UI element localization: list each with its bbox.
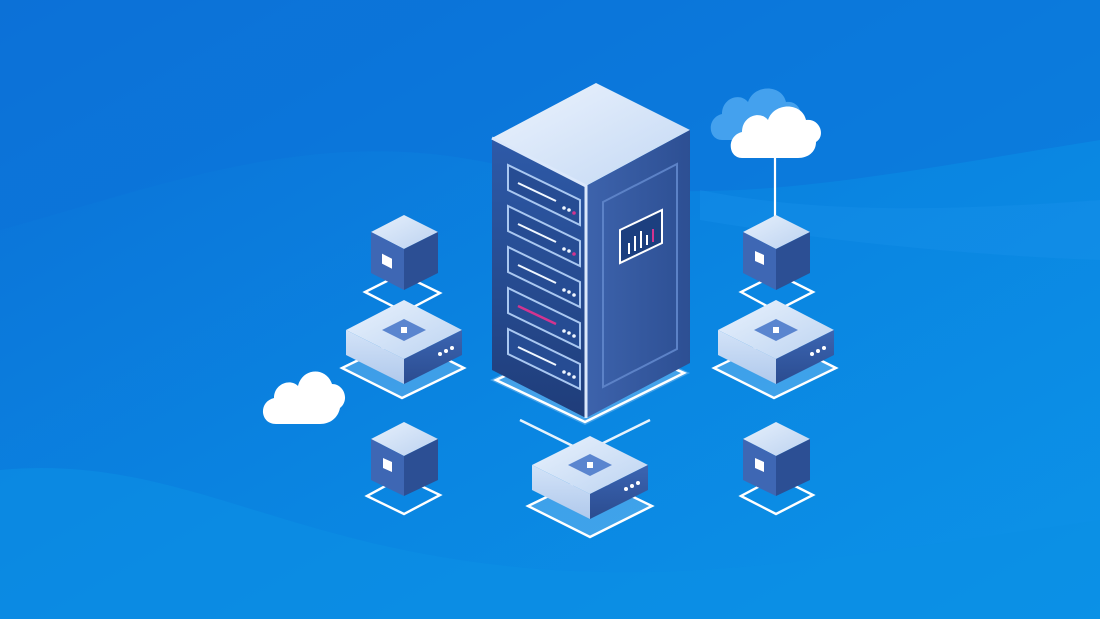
cube-node-icon [362,215,443,314]
cube-node-icon [364,422,443,516]
cube-node-icon [738,215,816,313]
bar-chart-display-icon [619,208,663,265]
background-wave-bottom [0,468,1100,619]
rack-drive-bays [507,163,581,391]
router-node-icon [525,436,655,539]
cube-node-icon [738,422,816,516]
cloud-icon [262,371,346,424]
server-rack-icon [491,83,690,418]
router-node-icon [711,300,839,400]
cloud-icon [710,88,821,158]
background-wave-band [700,190,1100,260]
router-node-icon [339,300,467,400]
